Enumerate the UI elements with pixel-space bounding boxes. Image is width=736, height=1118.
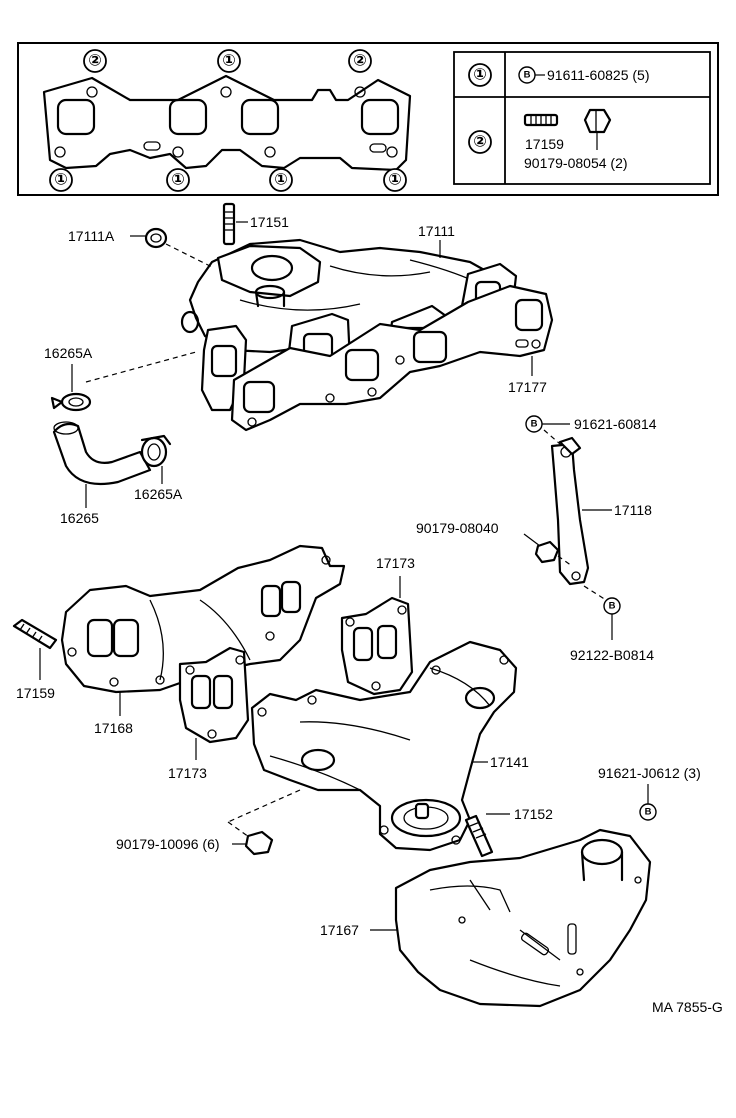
manifold-gasket-drawing	[42, 74, 412, 172]
svg-text:①: ①	[473, 67, 487, 84]
label-17173-left: 17173	[168, 765, 207, 781]
svg-text:B: B	[609, 601, 616, 612]
label-16265: 16265	[60, 510, 99, 526]
stud-17151-drawing	[222, 202, 236, 246]
manifold-17168-drawing	[60, 544, 346, 694]
gasket-17173-left-drawing	[178, 646, 250, 744]
fastener-legend-table: ① B 91611-60825 (5) ②	[453, 51, 711, 185]
label-17111: 17111	[418, 223, 455, 239]
gasket-marker-1-top: ①	[217, 49, 241, 73]
stud-17152-drawing	[464, 814, 494, 858]
legend-stud-icon	[523, 113, 559, 127]
label-16265a-bottom: 16265A	[134, 486, 183, 502]
svg-text:①: ①	[54, 172, 68, 189]
clamp-16265a-bottom-drawing	[140, 434, 172, 468]
exhaust-manifold-17141-drawing	[250, 640, 518, 852]
svg-text:②: ②	[473, 134, 487, 151]
nut-17111a-drawing	[144, 227, 168, 249]
label-91621-j0612: 91621-J0612 (3)	[598, 765, 701, 781]
legend-row2-nut: 90179-08054 (2)	[524, 155, 628, 171]
legend-row1-b-marker: B	[518, 66, 536, 84]
drawing-code: MA 7855-G	[652, 999, 723, 1015]
heat-insulator-17167-drawing	[394, 828, 652, 1008]
hose-16265-drawing	[52, 421, 152, 486]
gasket-marker-1-bottom-a: ①	[49, 168, 73, 192]
svg-text:②: ②	[88, 53, 102, 70]
label-17118: 17118	[614, 502, 652, 518]
legend-row1-symbol: ①	[468, 63, 492, 87]
gasket-17173-right-drawing	[340, 596, 414, 696]
gasket-inset: ② ① ② ① ① ① ①	[17, 42, 719, 196]
label-17168: 17168	[94, 720, 133, 736]
svg-text:B: B	[524, 70, 531, 81]
intake-gasket-17177-drawing	[230, 284, 554, 432]
label-16265a-top: 16265A	[44, 345, 93, 361]
legend-nut-icon	[583, 108, 612, 134]
svg-text:B: B	[531, 419, 538, 430]
marker-b-top: B	[525, 415, 543, 433]
legend-row1-part: 91611-60825 (5)	[547, 67, 649, 83]
svg-text:①: ①	[388, 172, 402, 189]
marker-b-middle: B	[603, 597, 621, 615]
label-17111a: 17111A	[68, 228, 115, 244]
label-17141: 17141	[490, 754, 529, 770]
label-91621-60814: 91621-60814	[574, 416, 657, 432]
label-17167: 17167	[320, 922, 359, 938]
marker-b-bottom: B	[639, 803, 657, 821]
svg-text:①: ①	[222, 53, 236, 70]
svg-text:②: ②	[353, 53, 367, 70]
label-17177: 17177	[508, 379, 547, 395]
label-90179-08040: 90179-08040	[416, 520, 499, 536]
nut-90179-08040-drawing	[534, 540, 560, 564]
label-92122-b0814: 92122-B0814	[570, 647, 654, 663]
svg-text:①: ①	[171, 172, 185, 189]
label-17159: 17159	[16, 685, 55, 701]
label-17173-right: 17173	[376, 555, 415, 571]
stud-17159-drawing	[12, 618, 58, 650]
legend-row2-stud: 17159	[525, 136, 564, 152]
clamp-16265a-top-drawing	[50, 392, 92, 412]
stay-17118-drawing	[550, 436, 590, 586]
gasket-marker-1-bottom-c: ①	[269, 168, 293, 192]
label-17151: 17151	[250, 214, 289, 230]
nut-90179-10096-drawing	[244, 830, 274, 856]
label-90179-10096: 90179-10096 (6)	[116, 836, 220, 852]
gasket-marker-1-bottom-b: ①	[166, 168, 190, 192]
legend-row2-symbol: ②	[468, 130, 492, 154]
svg-text:B: B	[645, 807, 652, 818]
gasket-marker-2-right: ②	[348, 49, 372, 73]
svg-text:①: ①	[274, 172, 288, 189]
label-17152: 17152	[514, 806, 553, 822]
gasket-marker-1-bottom-d: ①	[383, 168, 407, 192]
gasket-marker-2-left: ②	[83, 49, 107, 73]
